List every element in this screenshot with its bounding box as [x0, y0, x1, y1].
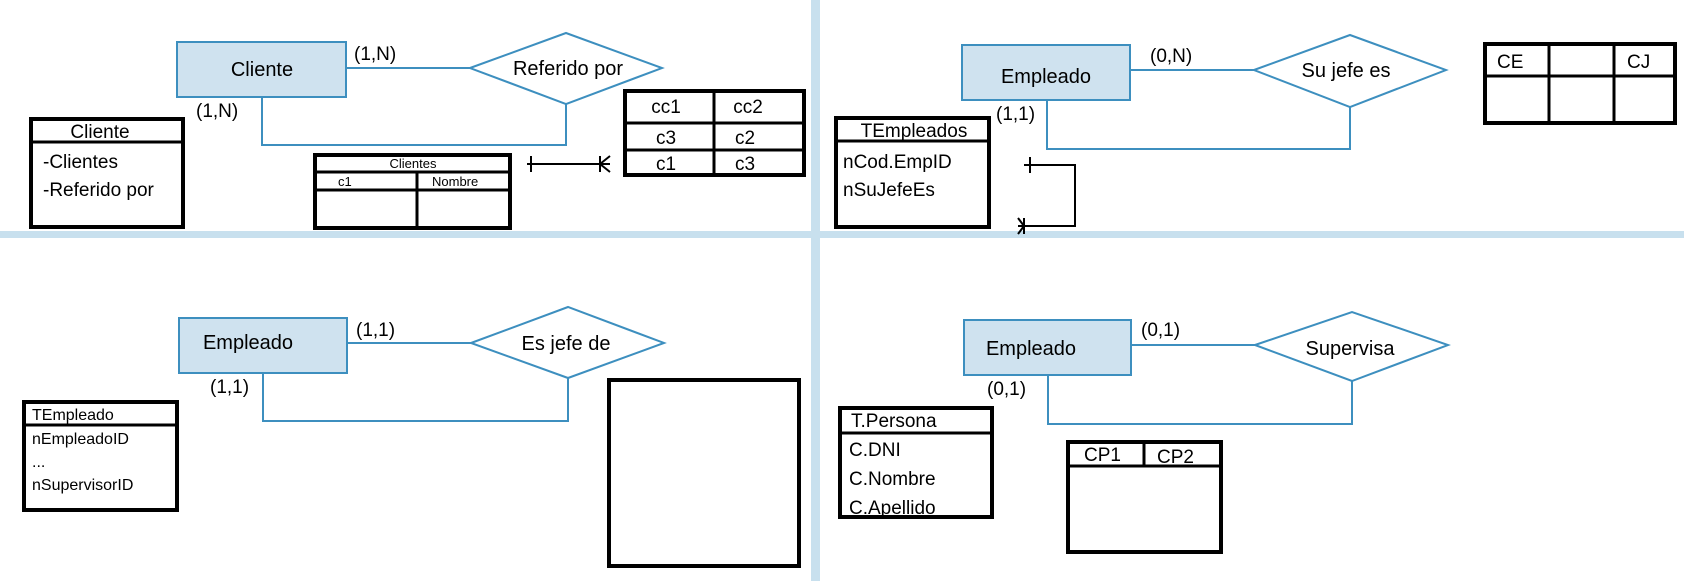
q2-cardinality-loop: (1,1) [996, 104, 1035, 125]
q1-table-b-col: c1 [338, 174, 352, 189]
q4-recursive-line [1047, 375, 1353, 425]
q3-table-a-row: ... [32, 454, 45, 471]
q1-table-c-cell: c2 [735, 128, 755, 149]
q1-entity-box [176, 41, 347, 98]
q3-recursive-line [262, 373, 569, 422]
q3-table-templeado: TEmpleado nEmpleadoID ... nSupervisorID [22, 400, 179, 512]
q2-entity-box [961, 44, 1131, 101]
q4-entity-label: Empleado [986, 338, 1076, 360]
q2-crowfoot-connector [1017, 157, 1076, 235]
q4-er-diagram: Empleado Supervisa (0,1) (0,1) [963, 310, 1451, 425]
q3-relation-label: Es jefe de [522, 333, 611, 355]
q4-table-b-col: CP1 [1084, 445, 1121, 466]
q1-table-c-cell: c3 [656, 128, 676, 149]
q2-cardinality-right: (0,N) [1150, 46, 1192, 67]
vertical-separator [811, 0, 820, 581]
q1-table-b-title: Clientes [390, 156, 437, 171]
q1-table-c-cell: c3 [735, 154, 755, 175]
q2-table-b-col: CJ [1627, 52, 1650, 73]
q4-relation-label: Supervisa [1306, 338, 1396, 360]
q3-cardinality-loop: (1,1) [210, 377, 249, 398]
q4-entity-box [963, 319, 1132, 376]
q1-table-a-title: Cliente [70, 122, 129, 143]
q2-er-diagram: Empleado Su jefe es (0,N) (1,1) [961, 33, 1449, 150]
q1-table-c-cell: c1 [656, 154, 676, 175]
q2-table-b-col: CE [1497, 52, 1523, 73]
q1-entity-label: Cliente [231, 59, 293, 81]
q1-table-values: cc1 cc2 c3 c2 c1 c3 [623, 89, 806, 177]
q2-table-ce-cj: CE CJ [1483, 42, 1677, 125]
q1-cardinality-loop: (1,N) [196, 101, 238, 122]
q1-table-b-col: Nombre [432, 174, 478, 189]
q1-cardinality-right: (1,N) [354, 44, 396, 65]
q4-cardinality-loop: (0,1) [987, 379, 1026, 400]
q4-table-a-row: C.DNI [849, 440, 901, 461]
q2-table-a-title: TEmpleados [861, 121, 968, 142]
q1-table-c-cell: cc2 [733, 97, 763, 118]
q3-cardinality-right: (1,1) [356, 320, 395, 341]
q4-table-b-col: CP2 [1157, 447, 1194, 468]
q2-table-templeados: TEmpleados nCod.EmpID nSuJefeEs [834, 116, 991, 229]
horizontal-separator [0, 231, 1684, 238]
q3-er-diagram: Empleado Es jefe de (1,1) (1,1) [178, 305, 667, 422]
q2-recursive-line [1046, 100, 1351, 150]
q3-table-a-title: TEmpleado [32, 407, 114, 424]
q1-table-a-row: -Clientes [43, 152, 118, 173]
q4-table-a-row: C.Nombre [849, 469, 936, 490]
q2-entity-label: Empleado [1001, 66, 1091, 88]
q4-cardinality-right: (0,1) [1141, 320, 1180, 341]
q3-entity-box [178, 317, 348, 374]
q1-table-a-row: -Referido por [43, 180, 155, 201]
q1-table-clientes: Clientes c1 Nombre [313, 153, 512, 230]
q4-table-a-row: C.Apellido [849, 498, 936, 519]
q4-table-tpersona: T.Persona C.DNI C.Nombre C.Apellido [838, 406, 994, 519]
q4-relation-diamond [1252, 310, 1451, 383]
q3-empty-table [607, 378, 801, 568]
q4-table-cp: CP1 CP2 [1066, 440, 1223, 554]
q1-crowfoot-connector [527, 155, 611, 173]
q1-er-diagram: Cliente Referido por (1,N) (1,N) [176, 31, 665, 146]
q3-table-a-row: nSupervisorID [32, 477, 133, 494]
q1-table-c-cell: cc1 [651, 97, 681, 118]
q4-table-a-title: T.Persona [851, 411, 937, 432]
q3-relation-diamond [468, 305, 667, 380]
q2-table-a-row: nSuJefeEs [843, 180, 935, 201]
q3-table-a-row: nEmpleadoID [32, 431, 129, 448]
q1-relation-diamond [467, 31, 665, 106]
q2-table-a-row: nCod.EmpID [843, 152, 952, 173]
q1-table-cliente: Cliente -Clientes -Referido por [29, 117, 185, 229]
q2-relation-diamond [1251, 33, 1449, 109]
q2-relation-label: Su jefe es [1302, 60, 1391, 82]
q3-entity-label: Empleado [203, 332, 293, 354]
q1-recursive-line [261, 97, 567, 146]
q1-relation-label: Referido por [513, 58, 623, 80]
